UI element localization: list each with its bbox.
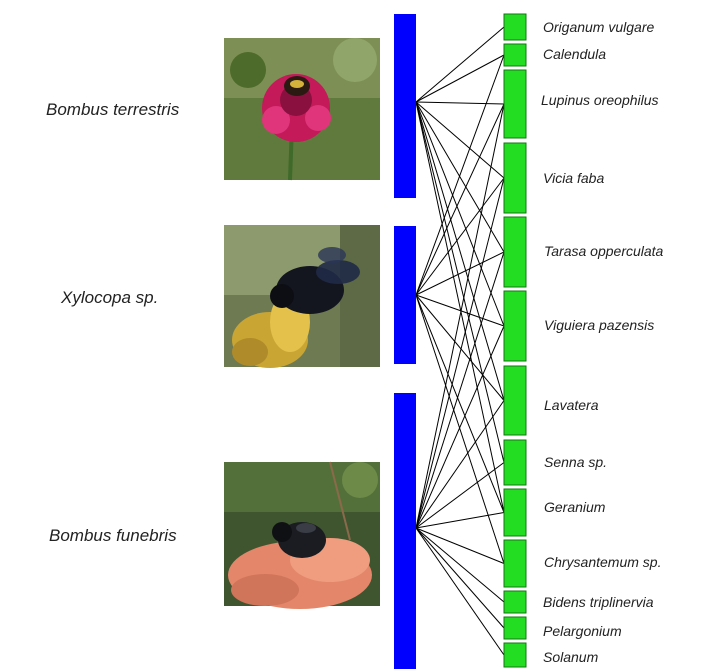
plant-label: Chrysantemum sp. <box>544 554 661 570</box>
plant-label: Vicia faba <box>543 170 604 186</box>
plant-label: Geranium <box>544 499 606 515</box>
interaction-link-xy-p6 <box>415 294 505 327</box>
plant-label: Origanum vulgare <box>543 19 654 35</box>
plant-label: Pelargonium <box>543 623 622 639</box>
interaction-link-bt-p8 <box>415 101 505 463</box>
pollinator-bars <box>394 14 416 669</box>
plant-label: Viguiera pazensis <box>544 317 654 333</box>
interaction-link-bt-p3 <box>415 101 505 105</box>
plant-label: Lavatera <box>544 397 599 413</box>
plant-box-p6 <box>503 290 527 362</box>
interaction-link-xy-p3 <box>415 103 505 296</box>
interaction-link-xy-p7 <box>415 294 505 401</box>
interaction-link-bt-p4 <box>415 101 505 179</box>
interaction-link-bf-p9 <box>415 512 505 529</box>
label-bombus-funebris: Bombus funebris <box>49 526 177 545</box>
plant-label: Calendula <box>543 46 606 62</box>
interaction-link-xy-p9 <box>415 294 505 513</box>
plant-label: Lupinus oreophilus <box>541 92 659 108</box>
interaction-link-bf-p4 <box>415 177 505 529</box>
interaction-link-bt-p6 <box>415 101 505 327</box>
pollinator-bar-bt <box>394 14 416 198</box>
interaction-link-bf-p3 <box>415 103 505 529</box>
interaction-link-bt-p5 <box>415 101 505 253</box>
interaction-link-bf-p8 <box>415 462 505 529</box>
plant-box-p1 <box>503 13 527 41</box>
plant-box-p10 <box>503 539 527 588</box>
pollinator-bar-xy <box>394 226 416 364</box>
plant-label: Bidens triplinervia <box>543 594 654 610</box>
links-layer <box>415 26 505 656</box>
label-bombus-terrestris: Bombus terrestris <box>46 100 180 119</box>
plant-label: Senna sp. <box>544 454 607 470</box>
interaction-link-bf-p6 <box>415 325 505 529</box>
plant-box-p12 <box>503 616 527 640</box>
plant-box-p7 <box>503 365 527 436</box>
interaction-link-xy-p4 <box>415 177 505 296</box>
interaction-link-bt-p2 <box>415 54 505 103</box>
plant-box-p8 <box>503 439 527 486</box>
interaction-link-bf-p13 <box>415 527 505 656</box>
pollinator-bar-bf <box>394 393 416 669</box>
label-xylocopa: Xylocopa sp. <box>60 288 158 307</box>
interaction-link-xy-p5 <box>415 251 505 296</box>
carpenter-bee-on-yellow-flower-photo <box>224 225 380 368</box>
bumblebee-on-orange-flower-photo <box>224 461 380 609</box>
plant-box-p9 <box>503 488 527 537</box>
plant-label: Tarasa opperculata <box>544 243 664 259</box>
interaction-link-bt-p1 <box>415 26 505 103</box>
plant-box-p4 <box>503 142 527 214</box>
interaction-link-bf-p12 <box>415 527 505 629</box>
plant-box-p2 <box>503 43 527 67</box>
interaction-link-bt-p9 <box>415 101 505 513</box>
interaction-link-xy-p10 <box>415 294 505 564</box>
plant-box-p11 <box>503 590 527 614</box>
interaction-link-bf-p7 <box>415 400 505 529</box>
interaction-link-bf-p10 <box>415 527 505 564</box>
plant-boxes <box>503 13 527 668</box>
plant-label: Solanum <box>543 649 599 665</box>
bee-on-red-flower-photo <box>224 38 380 181</box>
interaction-link-bf-p11 <box>415 527 505 603</box>
interaction-link-bt-p7 <box>415 101 505 401</box>
plant-box-p13 <box>503 642 527 668</box>
interaction-link-xy-p2 <box>415 54 505 296</box>
interaction-link-bf-p5 <box>415 251 505 529</box>
plant-box-p5 <box>503 216 527 288</box>
plant-box-p3 <box>503 69 527 139</box>
